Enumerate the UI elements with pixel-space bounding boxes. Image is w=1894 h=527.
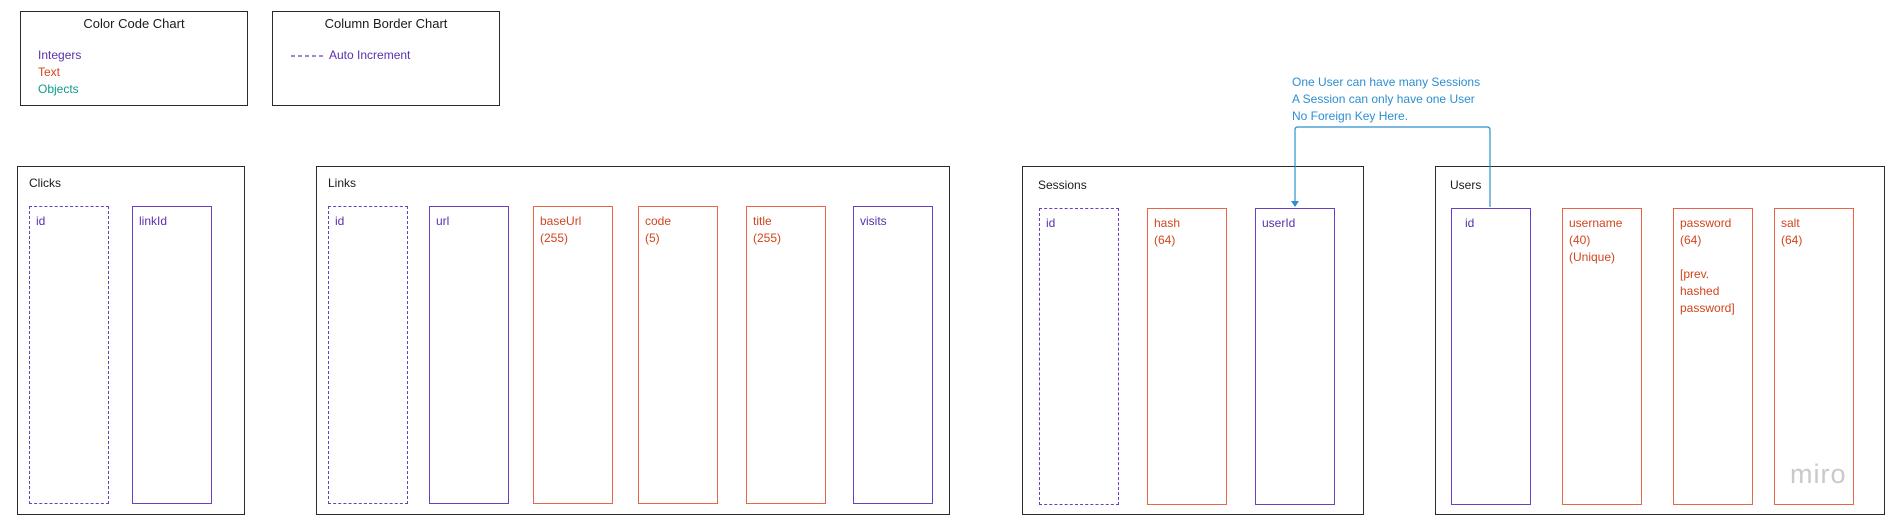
relation-note: One User can have many Sessions A Sessio… (1292, 74, 1480, 125)
column-sessions-hash: hash (64) (1147, 208, 1227, 505)
table-sessions: Sessions id hash (64) userId (1022, 166, 1364, 515)
table-clicks: Clicks id linkId (17, 166, 245, 515)
table-links: Links id url baseUrl (255) code (5) titl… (316, 166, 950, 515)
relation-note-line: A Session can only have one User (1292, 92, 1475, 106)
legend-integers: Integers (38, 48, 82, 62)
column-links-visits: visits (853, 206, 933, 504)
column-clicks-linkid: linkId (132, 206, 212, 504)
column-label: salt (64) (1781, 216, 1803, 247)
column-links-code: code (5) (638, 206, 718, 504)
column-label: id (1465, 216, 1475, 230)
arrowhead-icon (1291, 201, 1299, 207)
legend-text: Text (38, 65, 61, 79)
column-label: userId (1262, 216, 1296, 230)
table-links-title: Links (328, 176, 357, 190)
column-label: linkId (139, 214, 168, 228)
column-label: id (1046, 216, 1056, 230)
column-users-username: username (40) (Unique) (1562, 208, 1642, 505)
column-label: username (40) (Unique) (1569, 216, 1623, 264)
column-users-salt: salt (64) (1774, 208, 1854, 505)
column-border-legend: Column Border Chart Auto Increment (272, 11, 500, 106)
column-links-url: url (429, 206, 509, 504)
border-legend-title: Column Border Chart (324, 16, 448, 31)
column-label: hash (64) (1154, 216, 1181, 247)
legend-objects: Objects (38, 82, 79, 96)
color-legend-title: Color Code Chart (83, 16, 185, 31)
column-users-id: id (1451, 208, 1531, 505)
column-sessions-id: id (1039, 208, 1119, 505)
column-label: baseUrl (255) (540, 214, 582, 245)
column-links-title: title (255) (746, 206, 826, 504)
column-links-baseurl: baseUrl (255) (533, 206, 613, 504)
column-label: id (36, 214, 46, 228)
table-users: Users id username (40) (Unique) password… (1435, 166, 1885, 515)
column-label: code (5) (645, 214, 672, 245)
column-label: url (436, 214, 450, 228)
table-users-title: Users (1450, 178, 1482, 192)
column-label: visits (860, 214, 887, 228)
column-sessions-userid: userId (1255, 208, 1335, 505)
column-users-password: password (64) [prev. hashed password] (1673, 208, 1753, 505)
column-label: password (64) [prev. hashed password] (1680, 216, 1735, 315)
table-clicks-title: Clicks (29, 176, 61, 190)
column-label: title (255) (753, 214, 782, 245)
relation-note-line: One User can have many Sessions (1292, 75, 1481, 89)
relation-note-line: No Foreign Key Here. (1292, 109, 1409, 123)
table-sessions-title: Sessions (1038, 178, 1087, 192)
legend-auto-increment: Auto Increment (329, 48, 411, 62)
color-code-legend: Color Code Chart Integers Text Objects (20, 11, 248, 106)
relation-connector-line (1294, 126, 1491, 207)
miro-watermark-logo: miro (1790, 459, 1847, 489)
column-links-id: id (328, 206, 408, 504)
column-clicks-id: id (29, 206, 109, 504)
dashed-line-swatch-icon (291, 55, 323, 57)
column-label: id (335, 214, 345, 228)
